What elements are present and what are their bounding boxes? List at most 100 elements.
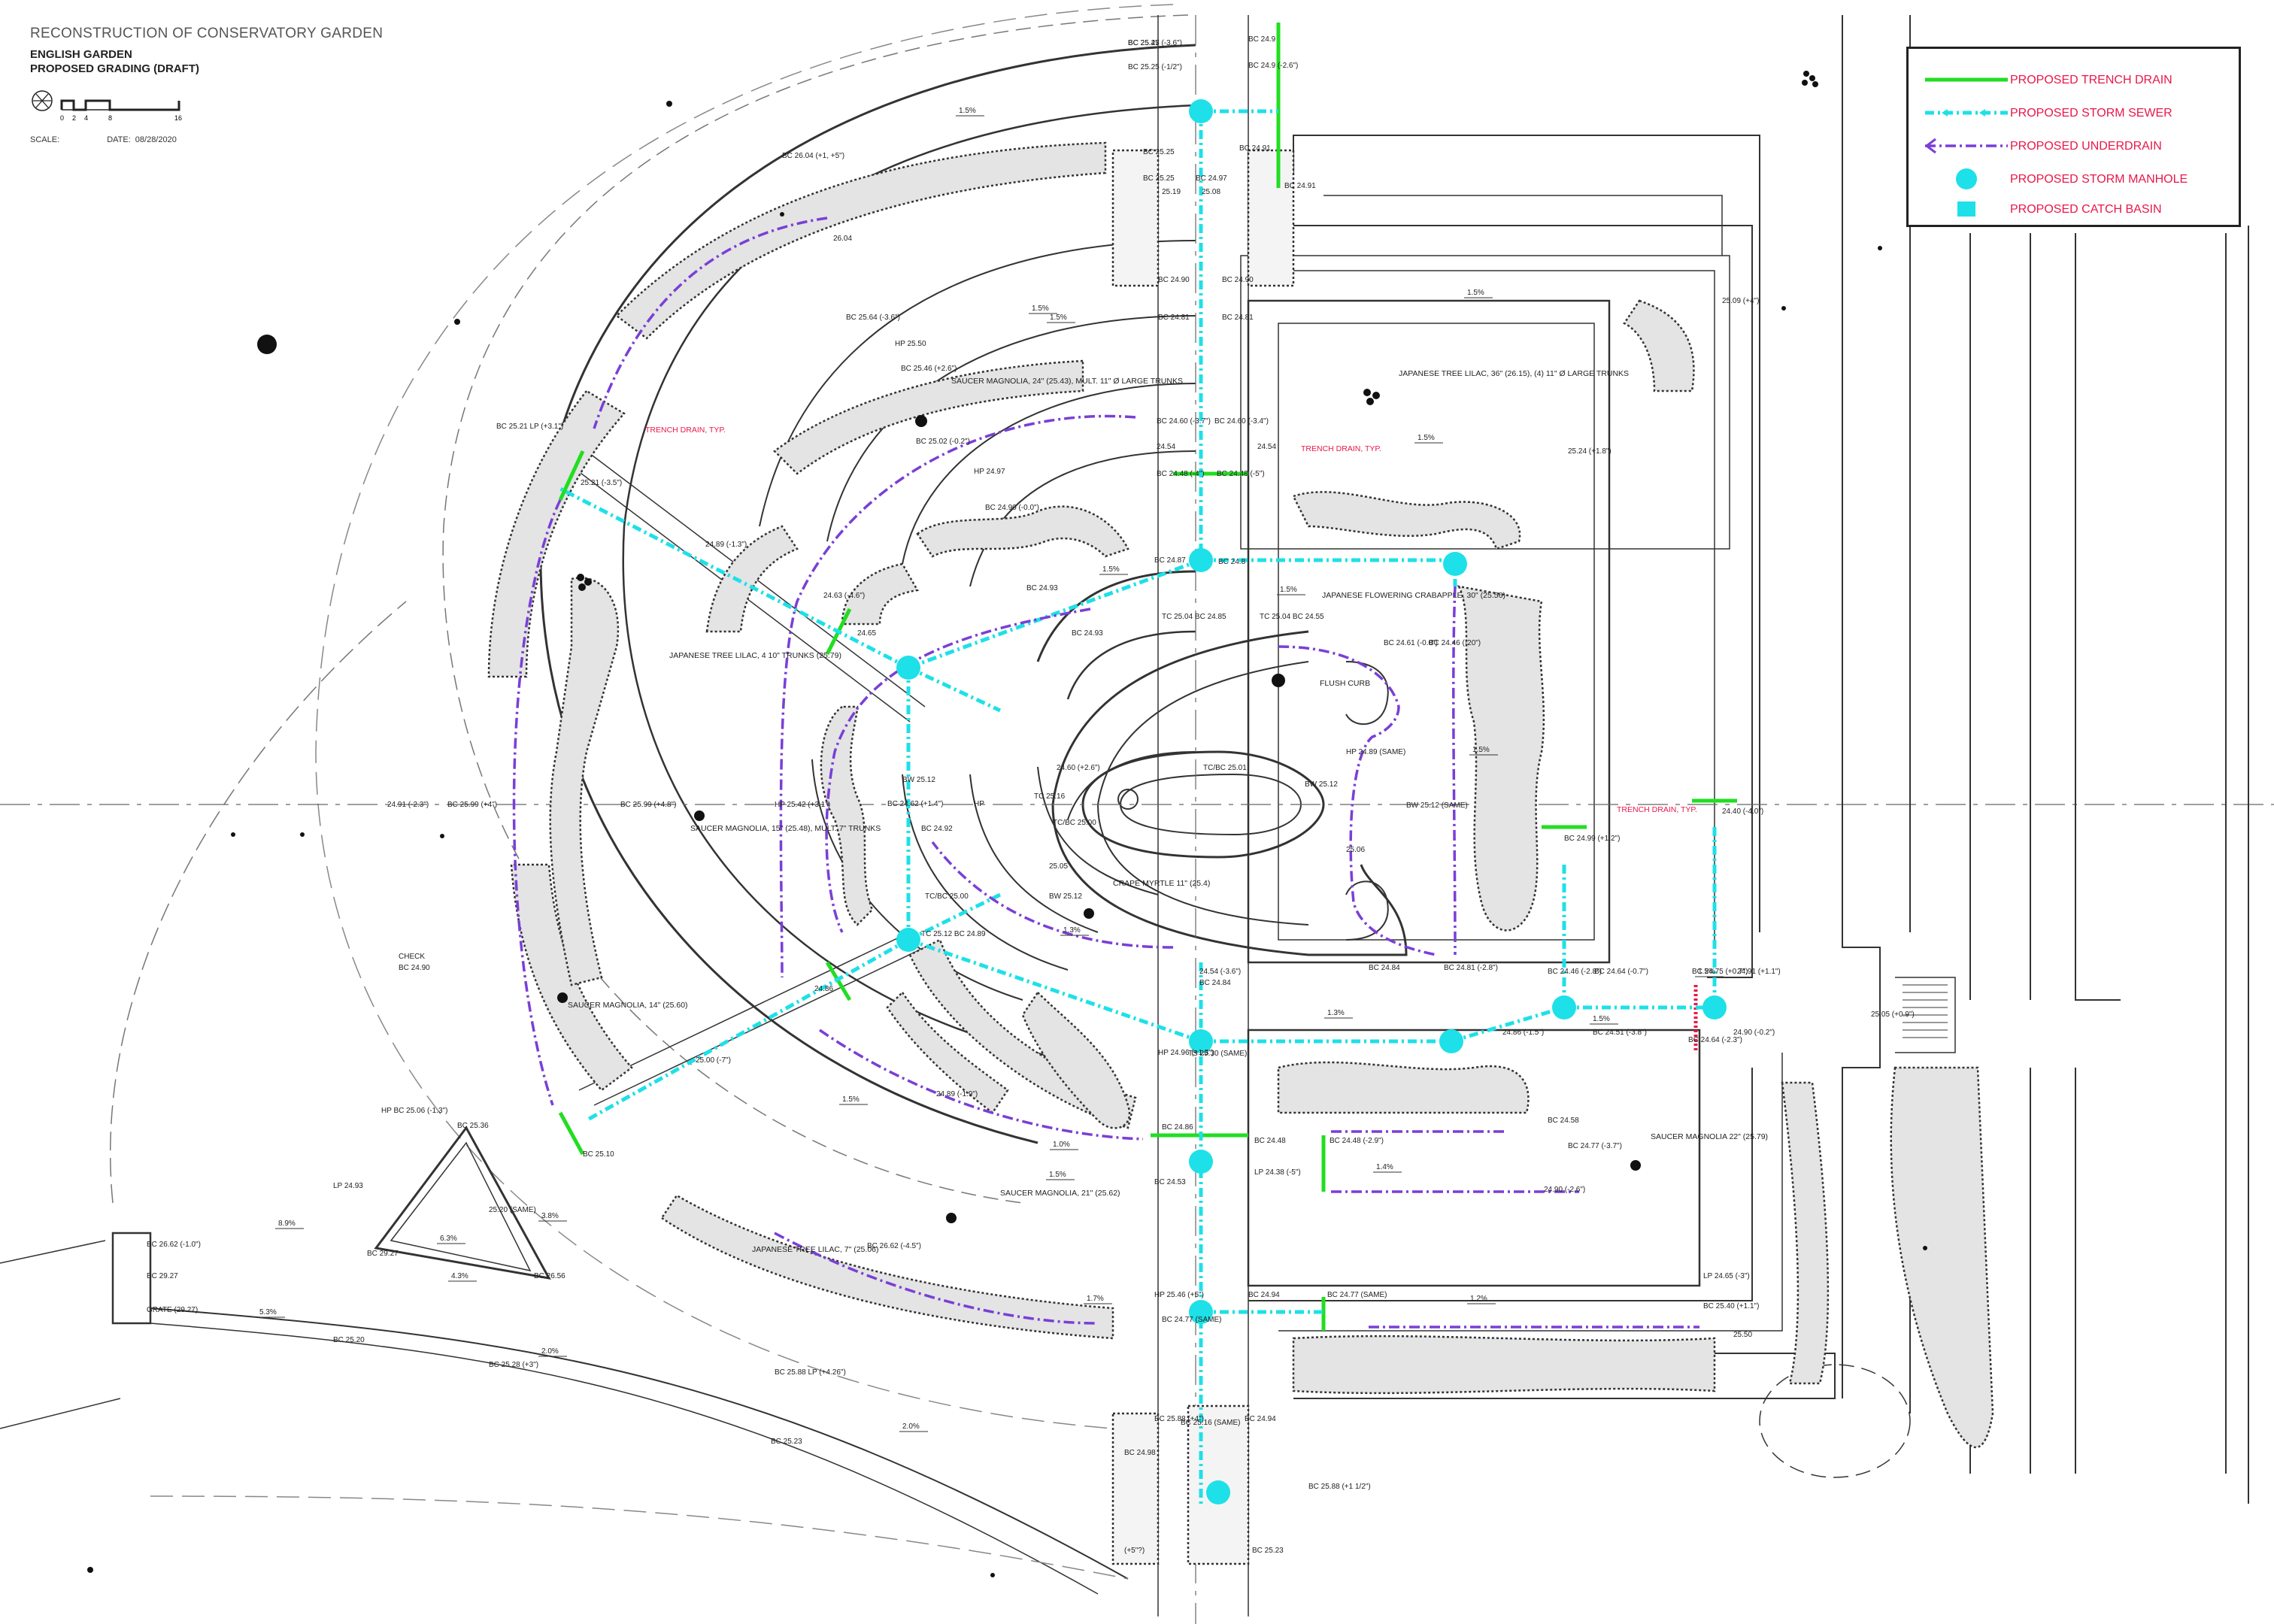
elevation-label: BC 26.56: [534, 1272, 565, 1280]
elevation-label: TC 25.16: [1034, 792, 1066, 801]
slope-label: 2.0%: [902, 1423, 920, 1431]
elevation-label: BC 24.92: [921, 825, 953, 833]
elevation-label: 24.54: [1257, 443, 1276, 451]
elevation-label: BC 24.58: [1548, 1116, 1579, 1125]
elevation-label: BC 24.99 (+1.2"): [1564, 835, 1620, 843]
plant-label: SAUCER MAGNOLIA, 24" (25.43), MULT. 11" …: [951, 377, 1183, 386]
elevation-label: BC 24.91: [1239, 144, 1271, 153]
elevation-label: LP 24.93: [333, 1182, 363, 1190]
legend-label: PROPOSED TRENCH DRAIN: [2010, 74, 2172, 86]
elevation-label: 25.08: [1202, 188, 1220, 196]
storm-manhole: [1552, 995, 1576, 1020]
elevation-label: BC 25.47 (-3.6"): [1128, 39, 1182, 47]
elevation-label: HP: [974, 800, 984, 808]
elevation-label: BC 24.64 (-0.7"): [1594, 968, 1648, 976]
elevation-label: LP 24.65 (-3"): [1703, 1272, 1750, 1280]
elevation-label: BC 24.77 (SAME): [1162, 1316, 1221, 1324]
note-trench-drain: TRENCH DRAIN, TYP.: [645, 426, 726, 435]
elevation-label: 24.54: [1157, 443, 1175, 451]
slope-label: 4.3%: [451, 1272, 468, 1280]
shrub-cluster-icon: [1363, 389, 1380, 405]
elevation-label: BC 25.99 (+4"): [447, 801, 497, 809]
elevation-label: BC 24.81: [1222, 314, 1254, 322]
legend-label: PROPOSED UNDERDRAIN: [2010, 140, 2162, 153]
scale-label: SCALE:: [30, 135, 60, 144]
elevation-label: 24.90 (-2.6"): [1544, 1186, 1585, 1194]
elevation-label: 24.86: [814, 985, 833, 993]
trench-drain-icon: [1925, 77, 2008, 82]
slope-label: 1.5%: [1049, 1171, 1066, 1179]
elevation-label: BW 25.12: [902, 776, 935, 784]
scale-ruler: 0 2 4 8 16: [60, 99, 182, 122]
elevation-label: BC 25.88 (+4"): [1154, 1415, 1204, 1423]
underdrain-lines: [512, 217, 1699, 1329]
elevation-label: BC 24.9 (-2.6"): [1248, 62, 1298, 70]
elevation-label: BC 24.60 (-3.4"): [1214, 417, 1269, 426]
elevation-label: BC 29.27: [367, 1250, 399, 1258]
scale-tick: 4: [84, 114, 88, 122]
elevation-label: 25.19: [1162, 188, 1181, 196]
elevation-label: BW 25.12: [1305, 780, 1338, 789]
slope-label: 1.5%: [1467, 289, 1484, 297]
plant-label: SAUCER MAGNOLIA, 15" (25.48), MULT. 7" T…: [690, 824, 881, 833]
tree-icon: [1084, 908, 1094, 919]
storm-manhole-icon: [1956, 168, 1977, 189]
elevation-label: BC 24.46 (-20"): [1429, 639, 1481, 647]
project-title: RECONSTRUCTION OF CONSERVATORY GARDEN: [30, 26, 384, 41]
elevation-label: BC 29.27: [147, 1272, 178, 1280]
elevation-label: BC 25.46 (+2.6"): [901, 365, 957, 373]
slope-label: 1.5%: [959, 107, 976, 115]
elevation-label: TS 25.30 (SAME): [1188, 1050, 1247, 1058]
slope-label: 1.5%: [1417, 434, 1435, 442]
elevation-label: 25.21 (-3.5"): [581, 479, 622, 487]
legend-label: PROPOSED STORM SEWER: [2010, 107, 2172, 120]
elevation-label: BC 26.04 (+1, +5"): [782, 152, 844, 160]
elevation-label: BC 24.48 (-5"): [1217, 470, 1265, 478]
plant-label: JAPANESE TREE LILAC, 36" (26.15), (4) 11…: [1399, 369, 1629, 378]
elevation-label: BC 24.62 (+1.4"): [887, 800, 943, 808]
slope-label: 1.3%: [1327, 1009, 1345, 1017]
elevation-label: BC 24.61 (-0.0"): [1384, 639, 1438, 647]
date-value: 08/28/2020: [135, 135, 177, 144]
elevation-label: 26.04: [833, 235, 852, 243]
elevation-label: BC 25.40 (+1.1"): [1703, 1302, 1759, 1310]
elevation-label: BC 24.90: [1158, 276, 1190, 284]
slope-label: 1.5%: [1050, 314, 1067, 322]
elevation-label: BC 26.62 (-1.0"): [147, 1241, 201, 1249]
storm-manhole: [1189, 99, 1213, 123]
storm-manhole: [896, 928, 920, 952]
slope-label: 1.5%: [1280, 586, 1297, 594]
plant-label: SAUCER MAGNOLIA, 14" (25.60): [568, 1001, 688, 1010]
tree-icon: [946, 1213, 957, 1223]
north-arrow-icon: [32, 90, 53, 111]
elevation-label: BC 24.9: [1248, 35, 1276, 44]
slope-labels: 1.5%1.5%1.5%1.5%1.5%1.5%1.5%1.5%1.5%1.5%…: [256, 107, 1724, 1432]
elevation-label: BC 25.36: [457, 1122, 489, 1130]
elevation-label: BC 24.84: [1199, 979, 1231, 987]
elevation-label: 24.54 (-3.6"): [1199, 968, 1241, 976]
legend-item-storm-sewer: PROPOSED STORM SEWER: [1909, 102, 2239, 124]
plant-label: JAPANESE FLOWERING CRABAPPLE, 30" (25.56…: [1322, 591, 1505, 600]
elevation-label: HP 25.42 (+3.1"): [775, 801, 830, 809]
elevation-label: BC 25.02 (-0.2"): [916, 438, 970, 446]
elevation-label: BC 24.90 (-0.0"): [985, 504, 1039, 512]
elevation-label: (+5"?): [1124, 1547, 1145, 1555]
elevation-label: BC 24.46 (-2.8"): [1548, 968, 1602, 976]
elevation-label: BC 24.51 (-3.8"): [1593, 1029, 1647, 1037]
elevation-label: BC 24.77 (-3.7"): [1568, 1142, 1622, 1150]
elevation-label: BC 24.81: [1158, 314, 1190, 322]
elevation-label: TC/BC 25.01: [1203, 764, 1247, 772]
elevation-label: BC 25.88 LP (+4.26"): [775, 1368, 846, 1377]
plant-label: SAUCER MAGNOLIA 22" (25.79): [1651, 1132, 1768, 1141]
elevation-label: BC 24.48 (-4"): [1157, 470, 1205, 478]
elevation-label: BW 25.12 (SAME): [1406, 801, 1468, 810]
catch-basin-icon: [1957, 201, 1975, 217]
scale-tick: 16: [174, 114, 182, 122]
slope-label: 1.5%: [1032, 304, 1049, 313]
elevation-label: TC/BC 25.00: [925, 892, 969, 901]
elevation-label: BC 24.86: [1162, 1123, 1193, 1132]
elevation-label: BC 25.23: [1252, 1547, 1284, 1555]
slope-label: 1.5%: [1102, 565, 1120, 574]
slope-label: 8.9%: [278, 1220, 296, 1228]
